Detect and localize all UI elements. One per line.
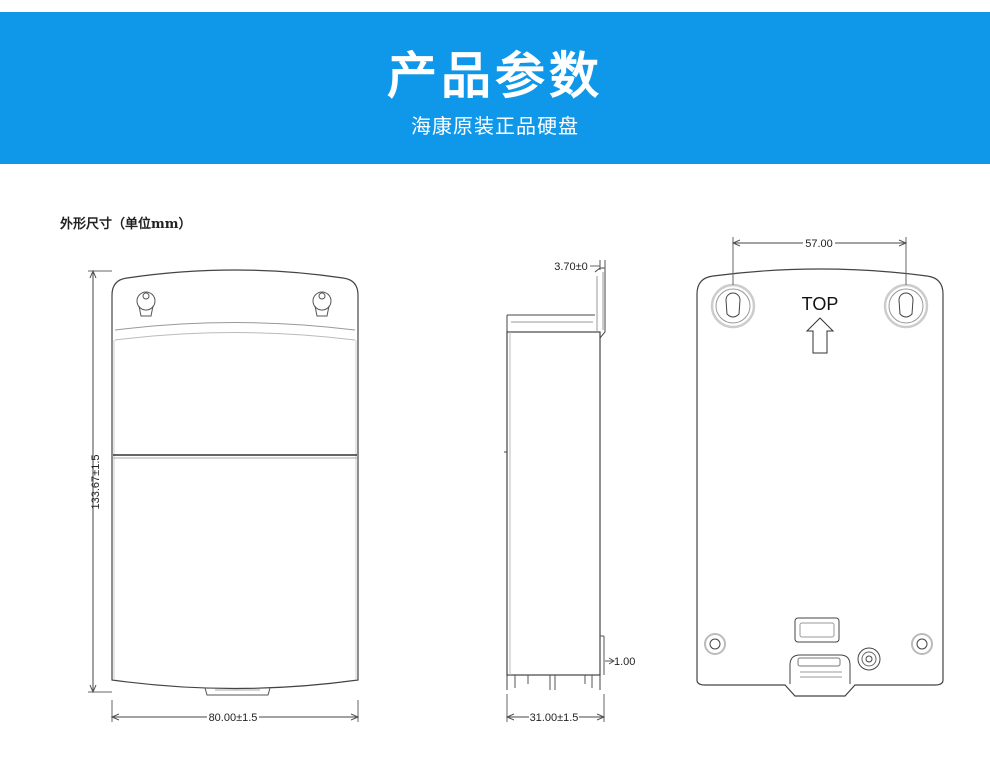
side-bottom-label: 31.00±1.5	[530, 712, 579, 724]
side-foot-label: 1.00	[614, 656, 635, 668]
back-clip	[789, 654, 851, 684]
front-keyhole-right	[312, 291, 332, 317]
back-screw-right	[911, 633, 933, 655]
page-subtitle: 海康原装正品硬盘	[411, 114, 579, 138]
back-jack	[857, 647, 881, 671]
top-orientation-label: TOP	[802, 294, 839, 314]
back-connector	[794, 617, 840, 643]
dimensions-caption: 外形尺寸（单位mm）	[60, 217, 192, 232]
page-title: 产品参数	[387, 47, 603, 105]
front-width-label: 80.00±1.5	[209, 712, 258, 724]
side-view	[504, 260, 615, 722]
back-spacing-label: 57.00	[805, 238, 833, 250]
back-view	[696, 237, 944, 697]
side-top-label: 3.70±0	[554, 261, 588, 273]
header-banner: 产品参数 海康原装正品硬盘	[0, 12, 990, 164]
back-screw-left	[704, 633, 726, 655]
front-keyhole-left	[136, 291, 156, 317]
front-height-label: 133.67±1.5	[90, 455, 102, 510]
back-keyhole-right	[883, 283, 929, 329]
front-view	[88, 269, 360, 722]
back-keyhole-left	[710, 283, 756, 329]
